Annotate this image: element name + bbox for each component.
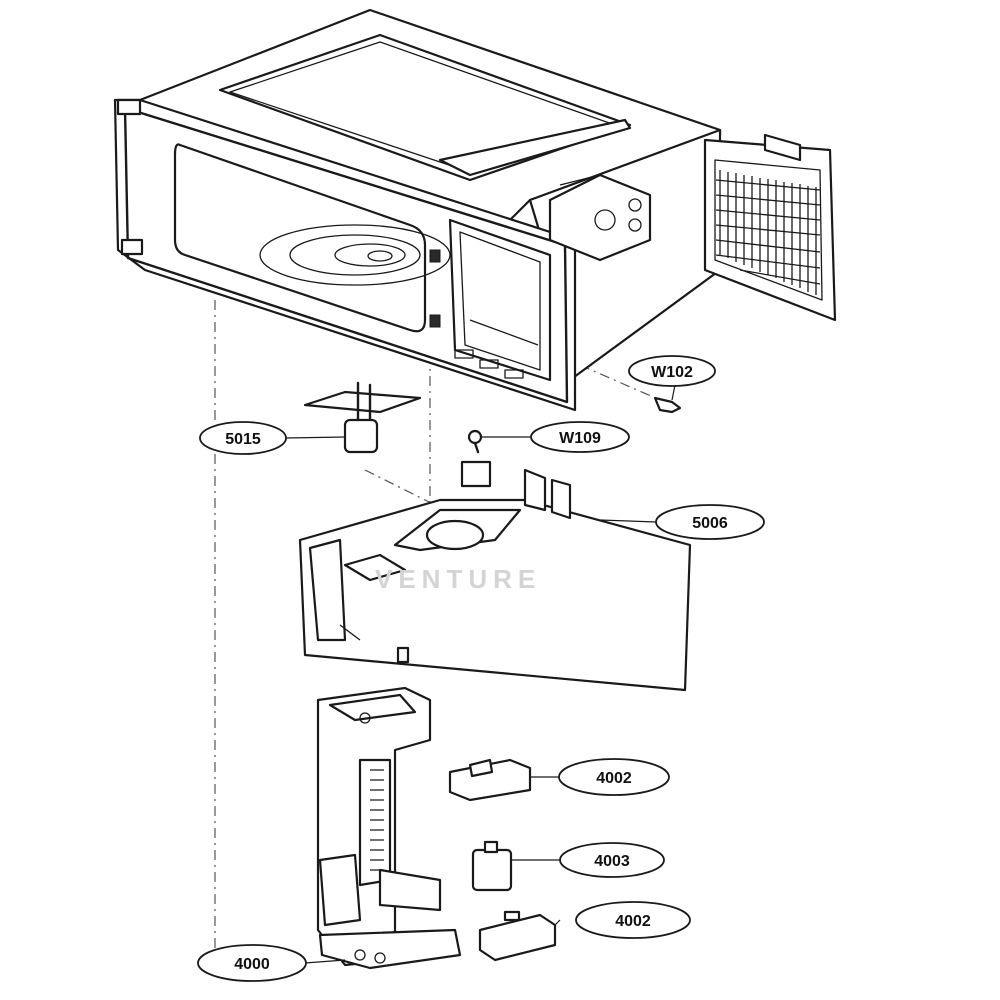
callout-label-4002-top: 4002 xyxy=(596,770,632,787)
callout-4000: 4000 xyxy=(197,944,307,982)
callout-label-w109: W109 xyxy=(559,430,601,447)
callout-label-w102: W102 xyxy=(651,364,693,381)
watermark-text: VENTURE xyxy=(375,564,541,594)
vent-grille xyxy=(715,170,821,295)
leader-lines xyxy=(285,384,676,964)
callout-label-4002-bottom: 4002 xyxy=(615,913,651,930)
callout-5006: 5006 xyxy=(655,504,765,540)
callout-label-5015: 5015 xyxy=(225,431,261,448)
part-5006-latch-housing: VENTURE xyxy=(298,460,692,692)
switch-4003 xyxy=(471,840,513,892)
callout-4002-bottom: 4002 xyxy=(575,901,691,939)
callout-label-4000: 4000 xyxy=(234,956,270,973)
rack-teeth xyxy=(370,769,384,871)
part-5015-lamp-socket xyxy=(303,381,422,454)
part-4000-interlock-bracket xyxy=(316,686,462,970)
callout-label-4003: 4003 xyxy=(594,853,630,870)
callout-w102: W102 xyxy=(628,355,716,387)
callout-4002-top: 4002 xyxy=(558,758,670,796)
callout-label-5006: 5006 xyxy=(692,515,728,532)
screw-w102 xyxy=(653,396,682,414)
switch-4002-bottom xyxy=(478,910,557,962)
callout-4003: 4003 xyxy=(559,842,665,878)
callout-w109: W109 xyxy=(530,421,630,453)
switch-4002-top xyxy=(448,758,532,802)
screw-w109 xyxy=(467,429,483,454)
callout-5015: 5015 xyxy=(199,421,287,455)
microwave-cavity-assembly xyxy=(113,8,837,412)
